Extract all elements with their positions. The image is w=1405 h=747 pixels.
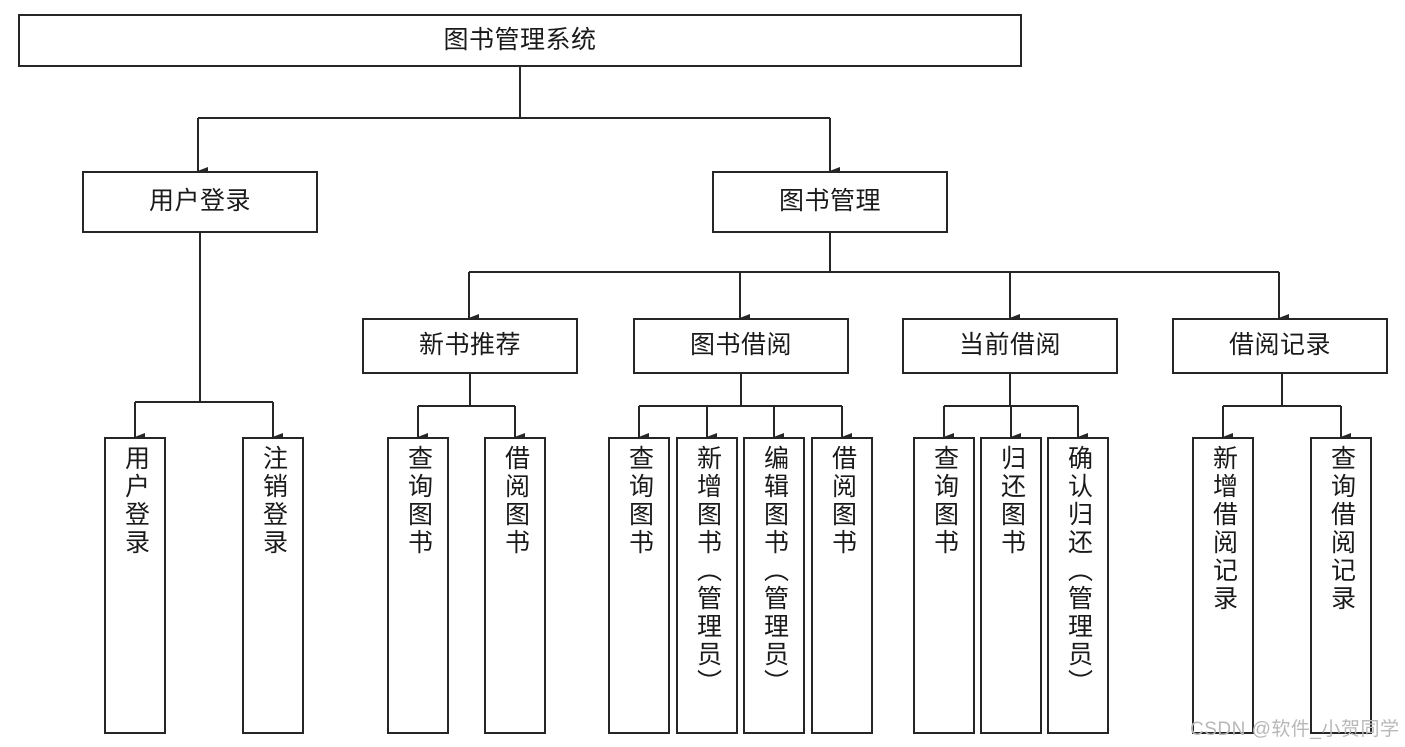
node-label: 确认归还（管理员）: [1064, 445, 1093, 697]
node-label: 当前借阅: [958, 331, 1061, 360]
node-label: 归还图书: [997, 445, 1026, 557]
node-bookmgr: 图书管理: [712, 171, 948, 233]
node-leaf-borrow-edit: 编辑图书（管理员）: [743, 437, 805, 734]
node-label: 图书借阅: [689, 331, 792, 360]
node-leaf-record-add: 新增借阅记录: [1192, 437, 1254, 734]
node-leaf-borrow-query: 查询图书: [608, 437, 670, 734]
node-leaf-current-query: 查询图书: [913, 437, 975, 734]
node-label: 借阅图书: [501, 445, 530, 557]
node-record: 借阅记录: [1172, 318, 1388, 374]
node-newbook: 新书推荐: [362, 318, 578, 374]
node-login: 用户登录: [82, 171, 318, 233]
node-label: 借阅记录: [1228, 331, 1331, 360]
node-borrow: 图书借阅: [633, 318, 849, 374]
node-label: 新增借阅记录: [1209, 445, 1238, 613]
node-leaf-current-confirm: 确认归还（管理员）: [1047, 437, 1109, 734]
node-label: 编辑图书（管理员）: [760, 445, 789, 697]
node-label: 新增图书（管理员）: [693, 445, 722, 697]
node-label: 查询图书: [404, 445, 433, 557]
node-leaf-newbook-borrow: 借阅图书: [484, 437, 546, 734]
node-label: 图书管理系统: [443, 25, 597, 54]
node-current: 当前借阅: [902, 318, 1118, 374]
node-label: 用户登录: [148, 187, 251, 216]
node-root: 图书管理系统: [18, 14, 1022, 67]
node-label: 查询图书: [930, 445, 959, 557]
node-label: 图书管理: [778, 187, 881, 216]
node-leaf-borrow-do: 借阅图书: [811, 437, 873, 734]
node-leaf-logout: 注销登录: [242, 437, 304, 734]
node-leaf-borrow-add: 新增图书（管理员）: [676, 437, 738, 734]
node-label: 注销登录: [259, 445, 288, 557]
node-leaf-record-query: 查询借阅记录: [1310, 437, 1372, 734]
node-leaf-user-login: 用户登录: [104, 437, 166, 734]
node-label: 借阅图书: [828, 445, 857, 557]
node-leaf-newbook-query: 查询图书: [387, 437, 449, 734]
node-label: 用户登录: [121, 445, 150, 557]
node-label: 查询图书: [625, 445, 654, 557]
node-label: 新书推荐: [418, 331, 521, 360]
csdn-watermark: CSDN @软件_小贺同学: [1190, 719, 1400, 740]
node-label: 查询借阅记录: [1327, 445, 1356, 613]
node-leaf-current-return: 归还图书: [980, 437, 1042, 734]
